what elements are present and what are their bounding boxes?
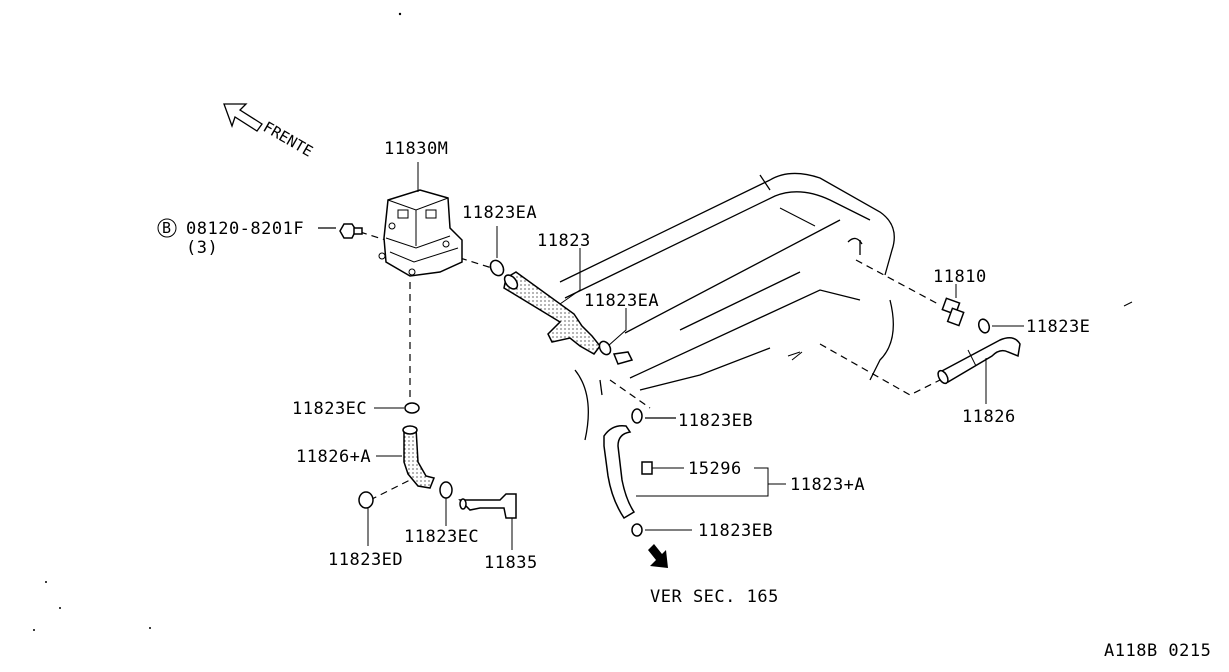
label-fitting: 15296	[688, 459, 742, 479]
label-clamp-ec-lower: 11823EC	[404, 527, 479, 547]
clamp-ed-part	[358, 491, 374, 509]
label-see-section: VER SEC. 165	[650, 587, 779, 607]
clamp-e-part	[977, 318, 991, 334]
label-clamp-ec-upper: 11823EC	[292, 399, 367, 419]
clamp-ea-top	[489, 259, 505, 277]
label-bolt-marker: B	[162, 219, 171, 237]
clamp-eb-bottom-part	[631, 523, 643, 537]
route-right-hose	[819, 343, 941, 396]
label-11830m: 11830M	[384, 139, 448, 159]
clamp-ea-mid	[598, 340, 612, 356]
engine-block	[559, 172, 895, 441]
front-label: FRENTE	[260, 118, 316, 161]
hose-assy-part	[603, 424, 636, 520]
route-valve-to-clamp	[459, 257, 493, 269]
oil-separator-part	[378, 189, 463, 277]
label-clamp-eb-bottom: 11823EB	[698, 521, 773, 541]
front-direction-arrow-icon	[223, 103, 263, 132]
label-connector: 11835	[484, 553, 538, 573]
label-clamp-ea-top: 11823EA	[462, 203, 537, 223]
route-valve-to-bolt	[359, 231, 399, 245]
label-hose-a: 11826+A	[296, 447, 371, 467]
bolt-part	[339, 223, 363, 239]
label-hose-assy: 11823+A	[790, 475, 865, 495]
route-pcv	[855, 259, 941, 306]
label-clamp-ea-mid: 11823EA	[584, 291, 659, 311]
fitting-part	[641, 461, 684, 475]
connector-part	[458, 493, 517, 519]
bolt-marker-badge: B	[157, 218, 177, 238]
clamp-ec-lower-part	[439, 481, 453, 499]
engine-fitting	[612, 351, 634, 365]
scan-specks	[33, 12, 1133, 631]
route-hose-a-to-clamp	[369, 479, 411, 501]
label-hose-main: 11823	[537, 231, 591, 251]
label-clamp-e: 11823E	[1026, 317, 1090, 337]
label-bolt: 08120-8201F	[186, 219, 304, 239]
label-bolt-qty: (3)	[186, 238, 218, 258]
label-pcv-valve: 11810	[933, 267, 987, 287]
label-figure-code: A118B 0215	[1104, 641, 1211, 661]
hose-a-part	[402, 425, 436, 489]
see-section-arrow-icon	[648, 544, 668, 568]
pcv-valve-part	[941, 297, 965, 327]
clamp-eb-top-part	[631, 408, 643, 424]
clamp-ec-upper-part	[404, 402, 420, 414]
route-lower-left	[609, 379, 651, 409]
label-hose-right: 11826	[962, 407, 1016, 427]
hose-main	[503, 271, 601, 355]
hose-right-part	[937, 337, 1021, 385]
label-clamp-ed: 11823ED	[328, 550, 403, 570]
label-clamp-eb-top: 11823EB	[678, 411, 753, 431]
